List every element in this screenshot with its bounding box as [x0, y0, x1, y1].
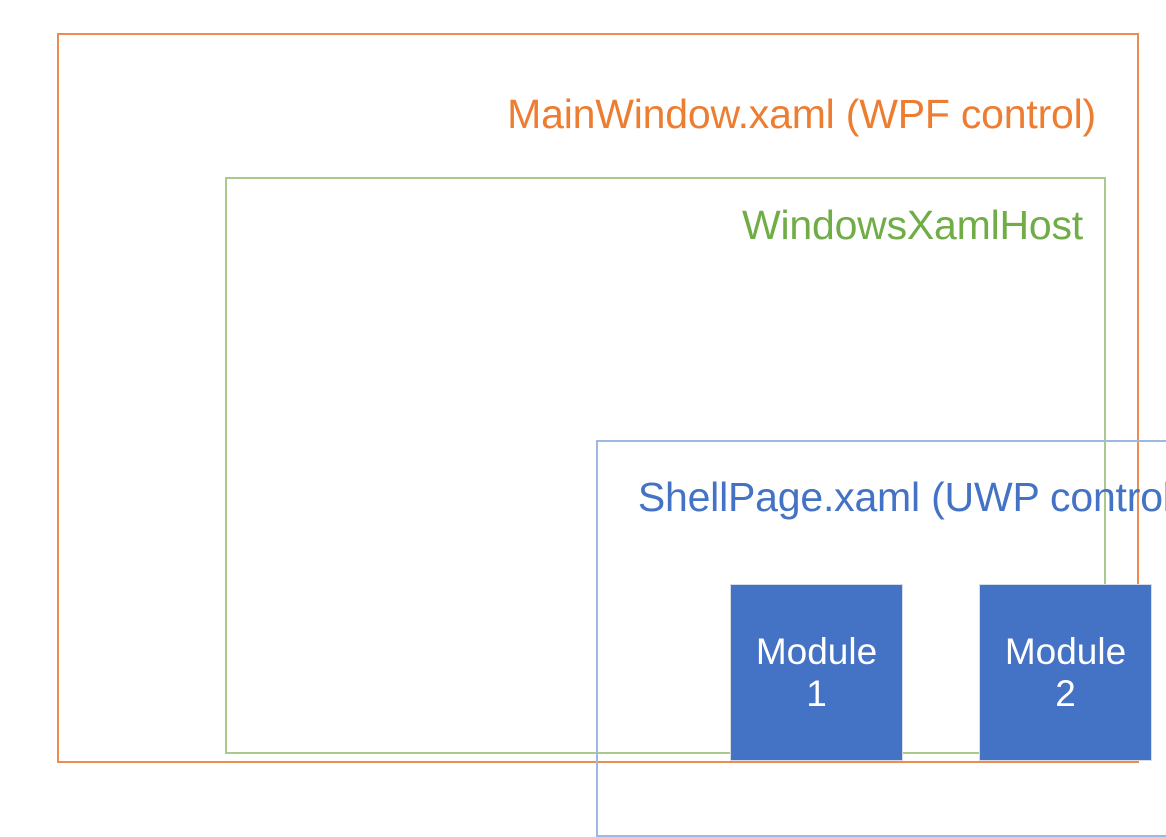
mainwindow-label: MainWindow.xaml (WPF control) [507, 91, 1096, 137]
module-1-box[interactable]: Module 1 [730, 584, 903, 761]
module-1-label-line1: Module [755, 631, 878, 673]
module-1-label-line2: 1 [806, 672, 827, 714]
windowsxamlhost-container: WindowsXamlHost ShellPage.xaml (UWP cont… [225, 177, 1166, 837]
windowsxamlhost-label: WindowsXamlHost [741, 202, 1083, 248]
shellpage-container: ShellPage.xaml (UWP control) Module 1 Mo… [596, 440, 1166, 837]
diagram-canvas: MainWindow.xaml (WPF control) WindowsXam… [57, 33, 1166, 837]
mainwindow-container: MainWindow.xaml (WPF control) WindowsXam… [57, 33, 1166, 837]
module-2-label-line2: 2 [1055, 672, 1076, 714]
module-2-label-line1: Module [1004, 631, 1127, 673]
module-2-box[interactable]: Module 2 [979, 584, 1152, 761]
module-row: Module 1 Module 2 [598, 442, 1166, 835]
shellpage-label: ShellPage.xaml (UWP control) [637, 474, 1166, 520]
